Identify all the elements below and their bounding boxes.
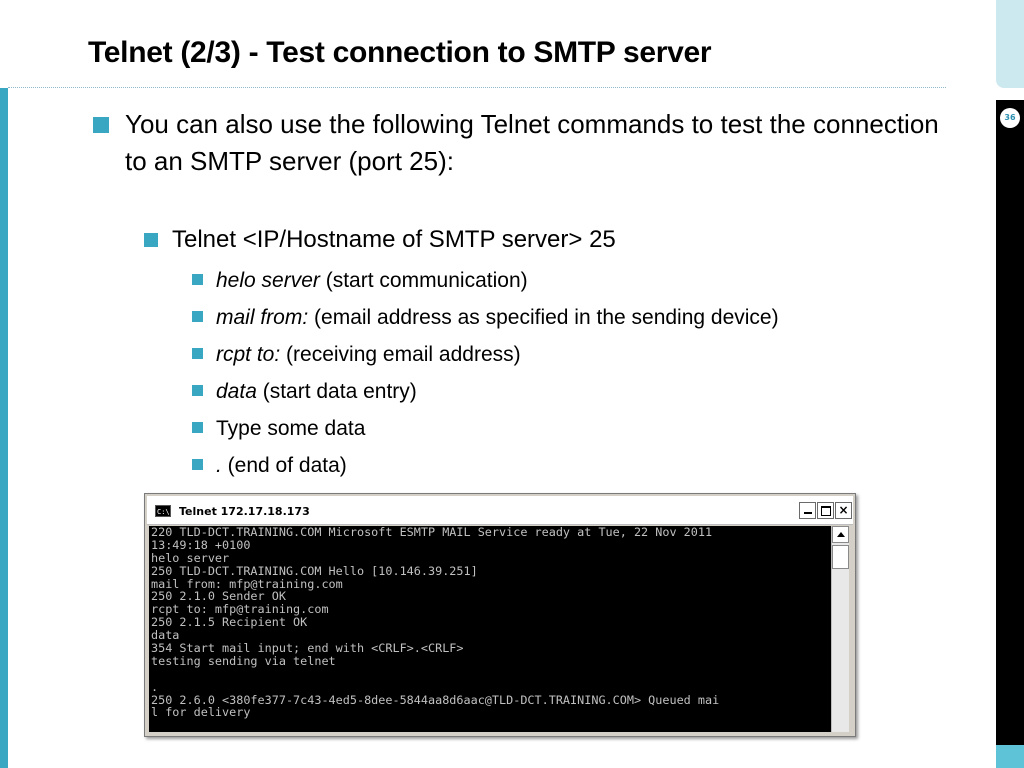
command-list: helo server (start communication) mail f… (192, 262, 779, 484)
telnet-window[interactable]: C:\ Telnet 172.17.18.173 × 220 TLD-DCT.T… (144, 493, 856, 737)
close-icon: × (838, 503, 849, 517)
cmd-icon: C:\ (155, 505, 171, 517)
command-description: (receiving email address) (280, 343, 521, 366)
list-item: rcpt to: (receiving email address) (192, 336, 779, 373)
square-bullet-icon (192, 459, 203, 470)
command-description: Type some data (216, 417, 366, 440)
scroll-thumb[interactable] (832, 545, 849, 569)
square-bullet-icon (192, 348, 203, 359)
page-number: 36 (1000, 108, 1020, 128)
square-bullet-icon (192, 311, 203, 322)
command-name: mail from: (216, 306, 309, 329)
minimize-icon (803, 512, 812, 514)
bullet-level1: You can also use the following Telnet co… (93, 106, 955, 180)
console-line: 220 TLD-DCT.TRAINING.COM Microsoft ESMTP… (151, 526, 713, 539)
square-bullet-icon (192, 422, 203, 433)
close-button[interactable]: × (835, 502, 852, 519)
console-line: 354 Start mail input; end with <CRLF>.<C… (151, 641, 464, 656)
console-line: helo server (151, 550, 230, 565)
square-bullet-icon (144, 233, 158, 247)
command-description: (email address as specified in the sendi… (308, 306, 779, 329)
bullet-level2-text: Telnet <IP/Hostname of SMTP server> 25 (172, 226, 616, 253)
square-bullet-icon (192, 385, 203, 396)
command-name: data (216, 380, 257, 403)
bullet-level2: Telnet <IP/Hostname of SMTP server> 25 (144, 224, 616, 256)
list-item: Type some data (192, 410, 779, 447)
console-line: l for delivery (151, 705, 251, 720)
right-side-strip (996, 100, 1024, 745)
console-line: testing sending via telnet (151, 653, 336, 668)
bullet-level1-text: You can also use the following Telnet co… (125, 109, 939, 176)
square-bullet-icon (192, 274, 203, 285)
console-output[interactable]: 220 TLD-DCT.TRAINING.COM Microsoft ESMTP… (149, 526, 831, 732)
right-top-panel (996, 0, 1024, 88)
console-line: rcpt to: mfp@training.com (151, 602, 329, 617)
console-line: . (151, 679, 159, 694)
maximize-icon (820, 506, 831, 516)
list-item: data (start data entry) (192, 373, 779, 410)
command-description: (start communication) (319, 269, 528, 292)
slide-title: Telnet (2/3) - Test connection to SMTP s… (88, 36, 712, 69)
console-line: 13:49:18 +0100 (151, 537, 251, 552)
console-line (151, 668, 831, 681)
command-name: . (216, 454, 222, 477)
console-line: 250 2.6.0 <380fe377-7c43-4ed5-8dee-5844a… (151, 692, 720, 707)
window-title-bar[interactable]: C:\ Telnet 172.17.18.173 × (147, 496, 853, 525)
square-bullet-icon (93, 117, 109, 133)
command-name: helo server (216, 269, 320, 292)
console-line: 250 TLD-DCT.TRAINING.COM Hello [10.146.3… (151, 563, 478, 578)
minimize-button[interactable] (799, 502, 816, 519)
console-line: mail from: mfp@training.com (151, 576, 343, 591)
command-name: rcpt to: (216, 343, 281, 366)
console-line: 250 2.1.5 Recipient OK (151, 615, 308, 630)
title-divider (8, 87, 946, 88)
command-description: (end of data) (221, 454, 347, 477)
scroll-up-arrow-icon[interactable] (832, 526, 849, 543)
list-item: . (end of data) (192, 447, 779, 484)
vertical-scrollbar[interactable] (831, 526, 849, 732)
console-line: 250 2.1.0 Sender OK (151, 589, 286, 604)
command-description: (start data entry) (256, 380, 417, 403)
console-line: data (151, 628, 180, 643)
list-item: mail from: (email address as specified i… (192, 299, 779, 336)
right-bottom-panel (996, 745, 1024, 768)
left-accent-bar (0, 88, 8, 768)
maximize-button[interactable] (817, 502, 834, 519)
list-item: helo server (start communication) (192, 262, 779, 299)
window-title: Telnet 172.17.18.173 (179, 505, 310, 518)
title-band (0, 0, 1024, 88)
